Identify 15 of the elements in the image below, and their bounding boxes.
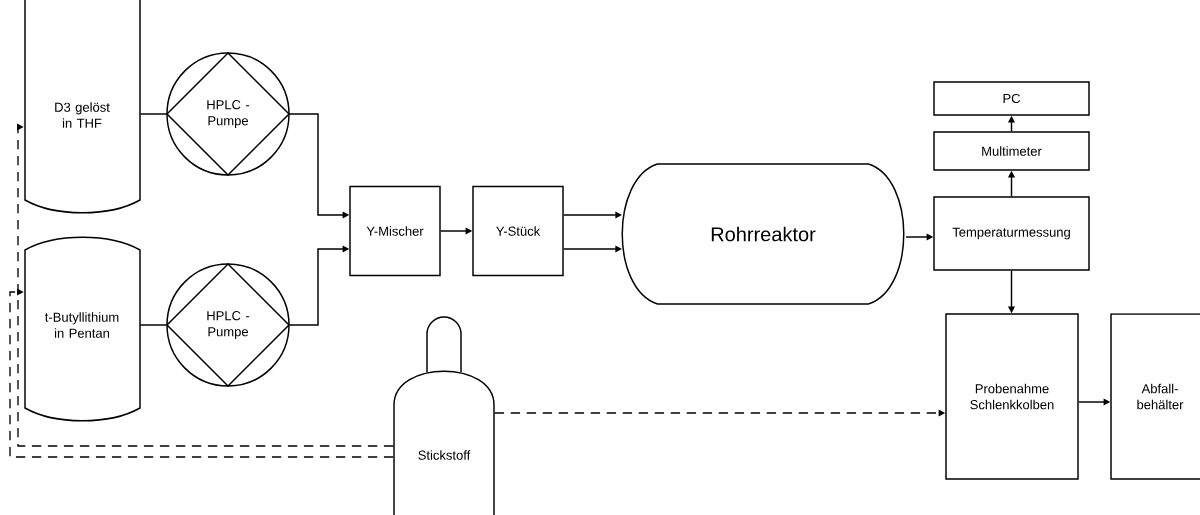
arrow xyxy=(563,211,622,219)
arrow xyxy=(563,245,622,253)
storage-tank: D3 gelöst in THF xyxy=(24,0,141,214)
process-box: Temperaturmessung xyxy=(933,196,1090,271)
process-box: Multimeter xyxy=(933,131,1090,171)
process-box: Y-Mischer xyxy=(349,185,441,277)
reactor-vessel: Rohrreaktor xyxy=(621,163,905,305)
arrow xyxy=(9,288,394,458)
process-box: Y-Stück xyxy=(472,185,564,277)
storage-tank: t-Butyllithium in Pentan xyxy=(24,236,141,422)
gas-cylinder: Stickstoff xyxy=(393,316,495,515)
process-box: PC xyxy=(933,81,1090,116)
arrow xyxy=(16,123,394,447)
process-box: Abfall-behälter xyxy=(1110,313,1200,480)
process-box: Probenahme Schlenkkolben xyxy=(945,313,1079,480)
